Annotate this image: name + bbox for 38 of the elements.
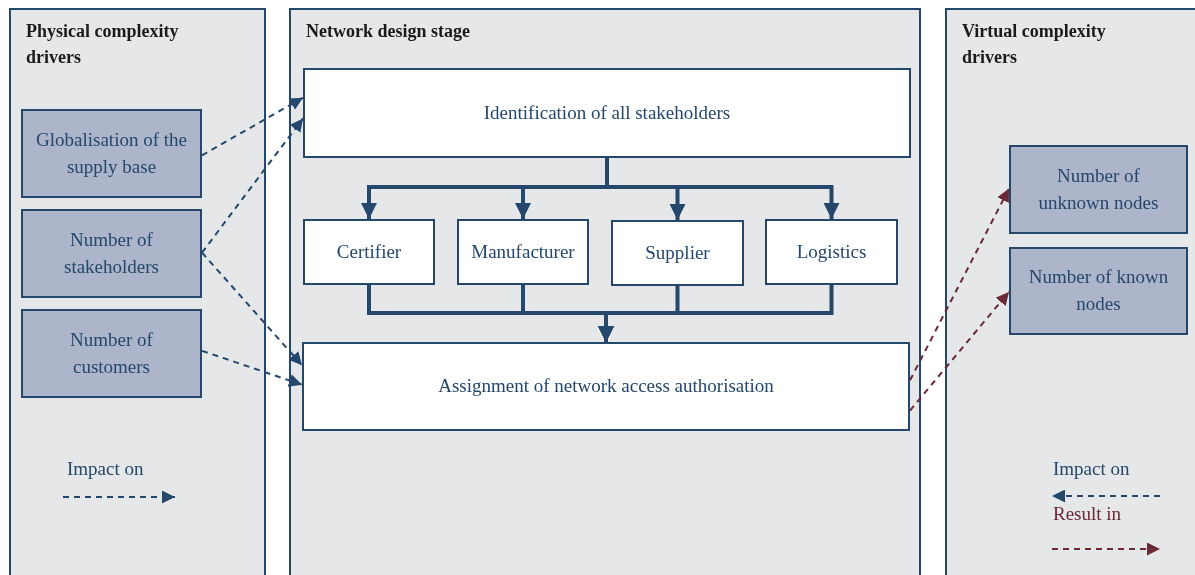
box-label: Supplier (645, 240, 710, 265)
driver-box (1009, 145, 1188, 234)
arrow (909, 290, 1010, 412)
role-box (765, 219, 898, 285)
driver-box (1009, 247, 1188, 335)
lane-heading: Network design stage (306, 20, 471, 43)
box-label: Number of stakeholders (63, 227, 160, 279)
legend-label: Result in (1053, 503, 1122, 525)
box-label: Certifier (336, 239, 402, 264)
process-box (302, 342, 910, 431)
box-label: Number of unknown nodes (1037, 163, 1160, 215)
legend-label: Impact on (67, 458, 144, 480)
process-box (303, 68, 911, 158)
swimlane-panel (289, 8, 921, 575)
arrow (598, 285, 834, 342)
arrow (201, 251, 303, 367)
swimlane-panel (945, 8, 1195, 575)
arrow (201, 349, 303, 387)
box-label: Logistics (796, 239, 867, 264)
driver-box (21, 209, 202, 298)
arrow (909, 187, 1010, 382)
box-label: Manufacturer (471, 239, 575, 264)
driver-box (21, 109, 202, 198)
lane-heading: Physical complexity drivers (26, 20, 180, 70)
legend-label: Impact on (1053, 458, 1130, 480)
box-label: Globalisation of the supply base (35, 127, 188, 179)
arrow (201, 117, 304, 254)
role-box (611, 220, 744, 286)
box-label: Identification of all stakeholders (483, 100, 731, 125)
driver-box (21, 309, 202, 398)
lane-heading: Virtual complexity drivers (962, 20, 1107, 70)
role-box (303, 219, 435, 285)
box-label: Number of customers (69, 327, 154, 379)
role-box (457, 219, 589, 285)
box-label: Assignment of network access authorisation (438, 374, 774, 399)
arrow (201, 96, 304, 157)
swimlane-panel (9, 8, 266, 575)
box-label: Number of known nodes (1027, 265, 1170, 316)
